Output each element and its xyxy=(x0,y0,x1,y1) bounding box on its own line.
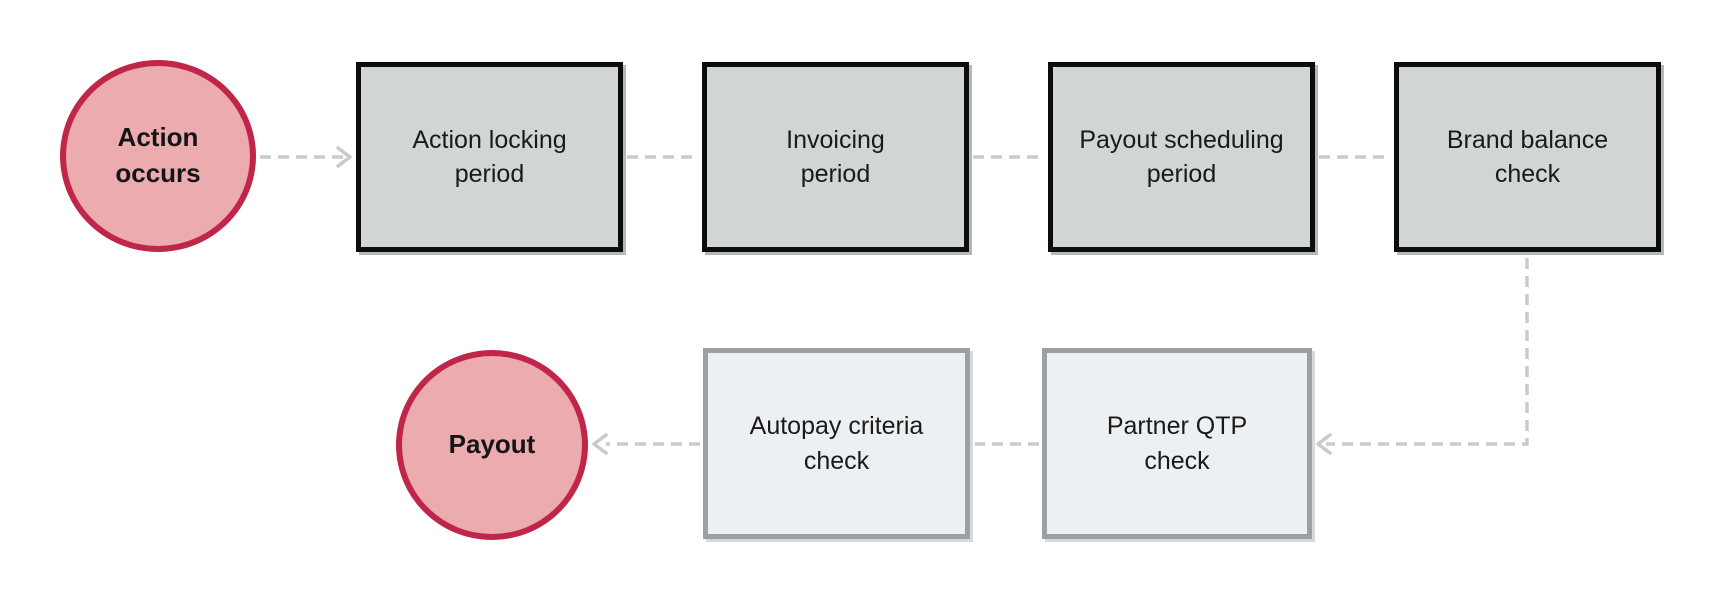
node-autopay-criteria-check-label: Autopay criteria check xyxy=(749,412,924,475)
node-brand-balance-check: Brand balance check xyxy=(1394,62,1661,252)
node-brand-balance-check-label: Brand balance check xyxy=(1446,125,1609,189)
node-partner-qtp-check: Partner QTP check xyxy=(1042,348,1312,539)
node-partner-qtp-check-label: Partner QTP check xyxy=(1106,412,1248,475)
node-payout: Payout xyxy=(396,350,588,540)
node-invoicing-period: Invoicing period xyxy=(702,62,969,252)
node-action-locking-period: Action locking period xyxy=(356,62,623,252)
arrowhead-into-partner-qtp xyxy=(1316,433,1332,455)
node-payout-scheduling-period: Payout scheduling period xyxy=(1048,62,1315,252)
edge-brand-balance-to-partner-qtp xyxy=(1326,258,1529,446)
node-invoicing-period-label: Invoicing period xyxy=(786,125,885,189)
node-payout-scheduling-period-label: Payout scheduling period xyxy=(1079,125,1284,189)
node-payout-label: Payout xyxy=(448,429,536,460)
arrowhead-into-payout xyxy=(592,433,608,455)
node-autopay-criteria-check: Autopay criteria check xyxy=(703,348,970,539)
node-action-occurs-label: Action occurs xyxy=(115,122,201,188)
node-action-occurs: Action occurs xyxy=(60,60,256,252)
arrowhead-into-action-locking xyxy=(336,146,352,168)
node-action-locking-period-label: Action locking period xyxy=(412,125,567,189)
